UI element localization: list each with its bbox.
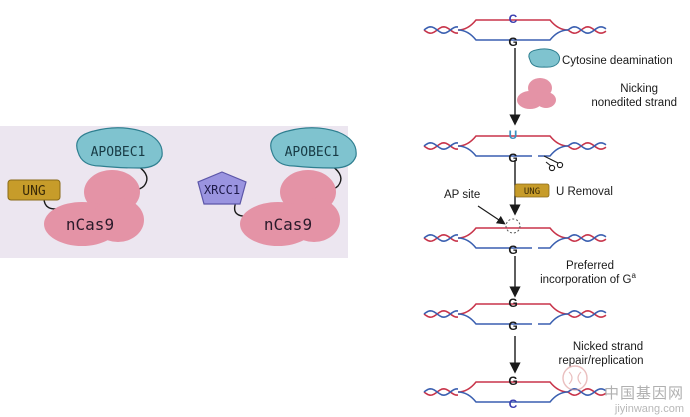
repair-label-1: Nicked strand: [573, 341, 643, 353]
duplex-3-left-b: [423, 234, 459, 243]
duplex-3-right-a: [567, 233, 607, 242]
ncas9-label-b: nCas9: [264, 215, 312, 234]
duplex-3-right-b: [567, 234, 607, 243]
apobec1-label: APOBEC1: [91, 145, 146, 160]
duplex-3-left-a: [423, 233, 459, 242]
duplex-5-left-a: [423, 387, 459, 396]
ung-badge: [514, 183, 550, 198]
deamination-label: Cytosine deamination: [562, 55, 673, 67]
ncas9-blob-b: [240, 170, 340, 246]
strand-bottom-3-b: [538, 237, 569, 249]
duplex-1-right-b: [567, 26, 607, 35]
duplex-1-right-a: [567, 25, 607, 34]
xrcc1-pentagon: [197, 171, 247, 205]
base-bottom-3: G: [508, 243, 517, 257]
strand-bottom-4-a: [457, 313, 532, 325]
u-removal-label: U Removal: [556, 186, 613, 198]
watermark: 中国基因网 jiyinwang.com: [604, 382, 684, 415]
ncas9-blob: [44, 170, 144, 246]
duplex-4-left-a: [423, 309, 459, 318]
xrcc1-label: XRCC1: [204, 183, 240, 197]
duplex-5-left-b: [423, 388, 459, 397]
ncas9-label: nCas9: [66, 215, 114, 234]
ung-label: UNG: [22, 184, 46, 199]
nickase-icon: [517, 78, 556, 109]
ap-site-arrow: [477, 205, 506, 225]
construct-a: nCas9 APOBEC1 UNG: [7, 127, 163, 246]
nicking-label-2: nonedited strand: [591, 97, 677, 109]
duplex-1-left-b: [423, 26, 459, 35]
nicking-label-1: Nicking: [620, 83, 658, 95]
strand-top-5: [457, 381, 569, 393]
strand-top-4: [457, 303, 569, 315]
duplex-2-left-a: [423, 141, 459, 150]
watermark-title: 中国基因网: [603, 384, 684, 402]
repair-label-2: repair/replication: [558, 355, 643, 367]
preferred-label-2: incorporation of Ga: [540, 271, 636, 286]
duplex-4-right-a: [567, 309, 607, 318]
scissors-icon: [543, 155, 564, 172]
strand-top-2: [457, 135, 569, 147]
ung-badge-label: UNG: [524, 187, 540, 197]
base-top-2: U: [509, 128, 518, 142]
strand-top-3: [457, 227, 569, 239]
strand-bottom-2-a: [457, 145, 532, 157]
apobec1-domain: [76, 127, 163, 169]
deaminase-icon: [528, 48, 561, 68]
base-bottom-2: G: [508, 151, 517, 165]
base-top-5: G: [508, 374, 517, 388]
strand-top-1: [457, 19, 569, 31]
duplex-5-right-b: [567, 388, 607, 397]
duplex-4-right-b: [567, 310, 607, 319]
construct-b: nCas9 APOBEC1 XRCC1: [197, 127, 357, 246]
strand-bottom-5: [457, 391, 569, 403]
base-bottom-1: G: [508, 35, 517, 49]
ap-site-label: AP site: [444, 189, 480, 201]
ung-box: [7, 179, 61, 201]
duplex-5-right-a: [567, 387, 607, 396]
base-bottom-4: G: [508, 319, 517, 333]
strand-bottom-1: [457, 29, 569, 41]
duplex-2-right-a: [567, 141, 607, 150]
watermark-logo: [562, 365, 588, 391]
strand-bottom-4-b: [538, 313, 569, 325]
strand-bottom-2-b: [538, 145, 569, 157]
base-bottom-5: C: [509, 397, 518, 411]
base-top-4: G: [508, 296, 517, 310]
base-top-1: C: [509, 12, 518, 26]
apobec1-domain-b: [270, 127, 357, 169]
watermark-url: jiyinwang.com: [614, 403, 684, 415]
duplex-2-left-b: [423, 142, 459, 151]
duplex-4-left-b: [423, 310, 459, 319]
ap-site-circle: [505, 218, 521, 234]
duplex-1-left-a: [423, 25, 459, 34]
duplex-2-right-b: [567, 142, 607, 151]
strand-bottom-3-a: [457, 237, 532, 249]
preferred-label-1: Preferred: [566, 260, 614, 272]
apobec1-label-b: APOBEC1: [285, 145, 340, 160]
